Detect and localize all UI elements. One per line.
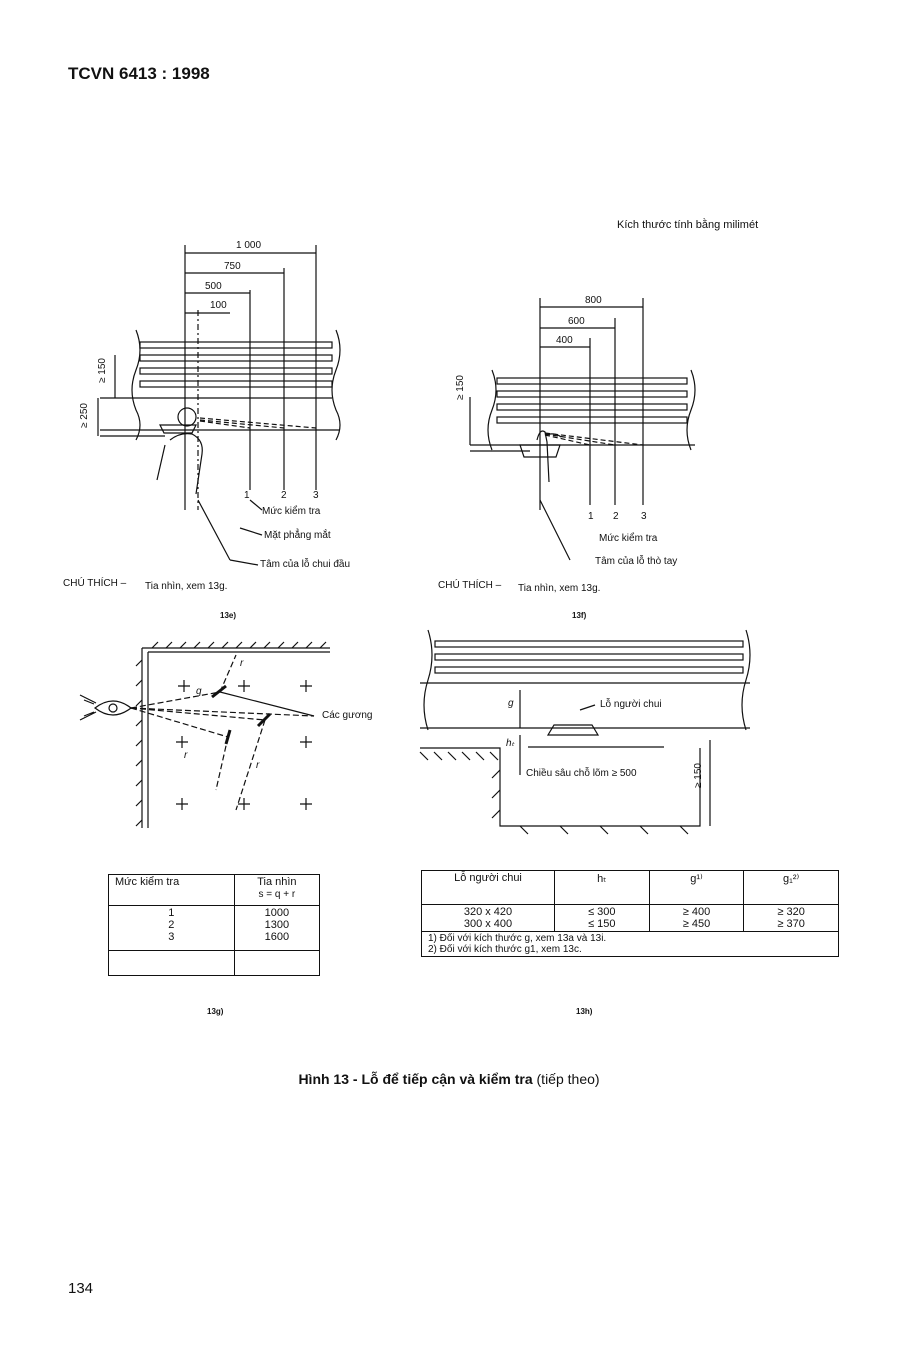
dim-400: 400 [556,335,573,346]
fig13h-drawing [419,629,751,835]
th-ht: hₜ [554,870,650,905]
label-r: r [240,658,244,669]
cell-g: ≥ 400≥ 450 [648,904,745,932]
vert-dim-150-f: ≥ 150 [454,375,466,400]
level-1-f: 1 [588,511,594,522]
dim-800: 800 [585,295,602,306]
dim-750: 750 [224,261,241,272]
dim-100: 100 [210,300,227,311]
level-1: 1 [244,490,250,501]
th-g: g¹⁾ [648,870,745,905]
caption-13f: 13f) [572,611,587,620]
label-manhole: Lỗ người chui [600,699,662,710]
note-text-f: Tia nhìn, xem 13g. [518,583,601,594]
label-r-3: r [256,760,260,771]
dim-1000: 1 000 [236,240,262,251]
label-r-2: r [184,750,188,761]
fig13g-drawing [79,641,330,828]
fig13e-drawing [97,245,341,566]
th-g1: g₁²⁾ [743,870,839,905]
th-manhole: Lỗ người chui [421,870,555,905]
label-arm-hole-center: Tâm của lỗ thò tay [595,556,678,567]
note-prefix-f: CHÚ THÍCH – [438,580,502,591]
note-prefix: CHÚ THÍCH – [63,578,127,589]
level-2-f: 2 [613,511,619,522]
label-q: q [196,686,202,697]
dim-600: 600 [568,316,585,327]
figure-title: Hình 13 - Lỗ để tiếp cận và kiểm tra (ti… [298,1071,600,1087]
vert-dim-150: ≥ 150 [96,358,108,383]
units-note: Kích thước tính bằng milimét [617,219,759,231]
vert-dim-250: ≥ 250 [78,403,90,428]
fig13f-drawing [469,298,696,561]
cell-g1: ≥ 320≥ 370 [743,904,839,932]
table-footnotes: 1) Đối với kích thước g, xem 13a và 13i.… [421,931,839,957]
label-ht: hₜ [506,738,515,749]
th-level: Mức kiểm tra [108,873,235,907]
dim-500: 500 [205,281,222,292]
label-eye-plane: Mặt phẳng mắt [264,530,331,541]
note-text: Tia nhìn, xem 13g. [145,581,228,592]
caption-13g: 13g) [207,1007,224,1016]
label-head-hole-center: Tâm của lỗ chui đầu [260,559,351,570]
cell-ht: ≤ 300≤ 150 [554,904,650,932]
vert-dim-150-h: ≥ 150 [692,763,704,788]
page-number: 134 [68,1280,94,1297]
label-mirrors: Các gương [322,710,373,721]
level-2: 2 [281,490,287,501]
label-level-f: Mức kiểm tra [599,533,658,544]
label-recess-depth: Chiều sâu chỗ lõm ≥ 500 [526,768,637,779]
label-level: Mức kiểm tra [262,506,321,517]
caption-13h: 13h) [576,1007,593,1016]
level-3: 3 [313,490,319,501]
level-3-f: 3 [641,511,647,522]
standard-header: TCVN 6413 : 1998 [68,64,210,83]
caption-13e: 13e) [220,611,237,620]
label-g: g [508,698,514,709]
